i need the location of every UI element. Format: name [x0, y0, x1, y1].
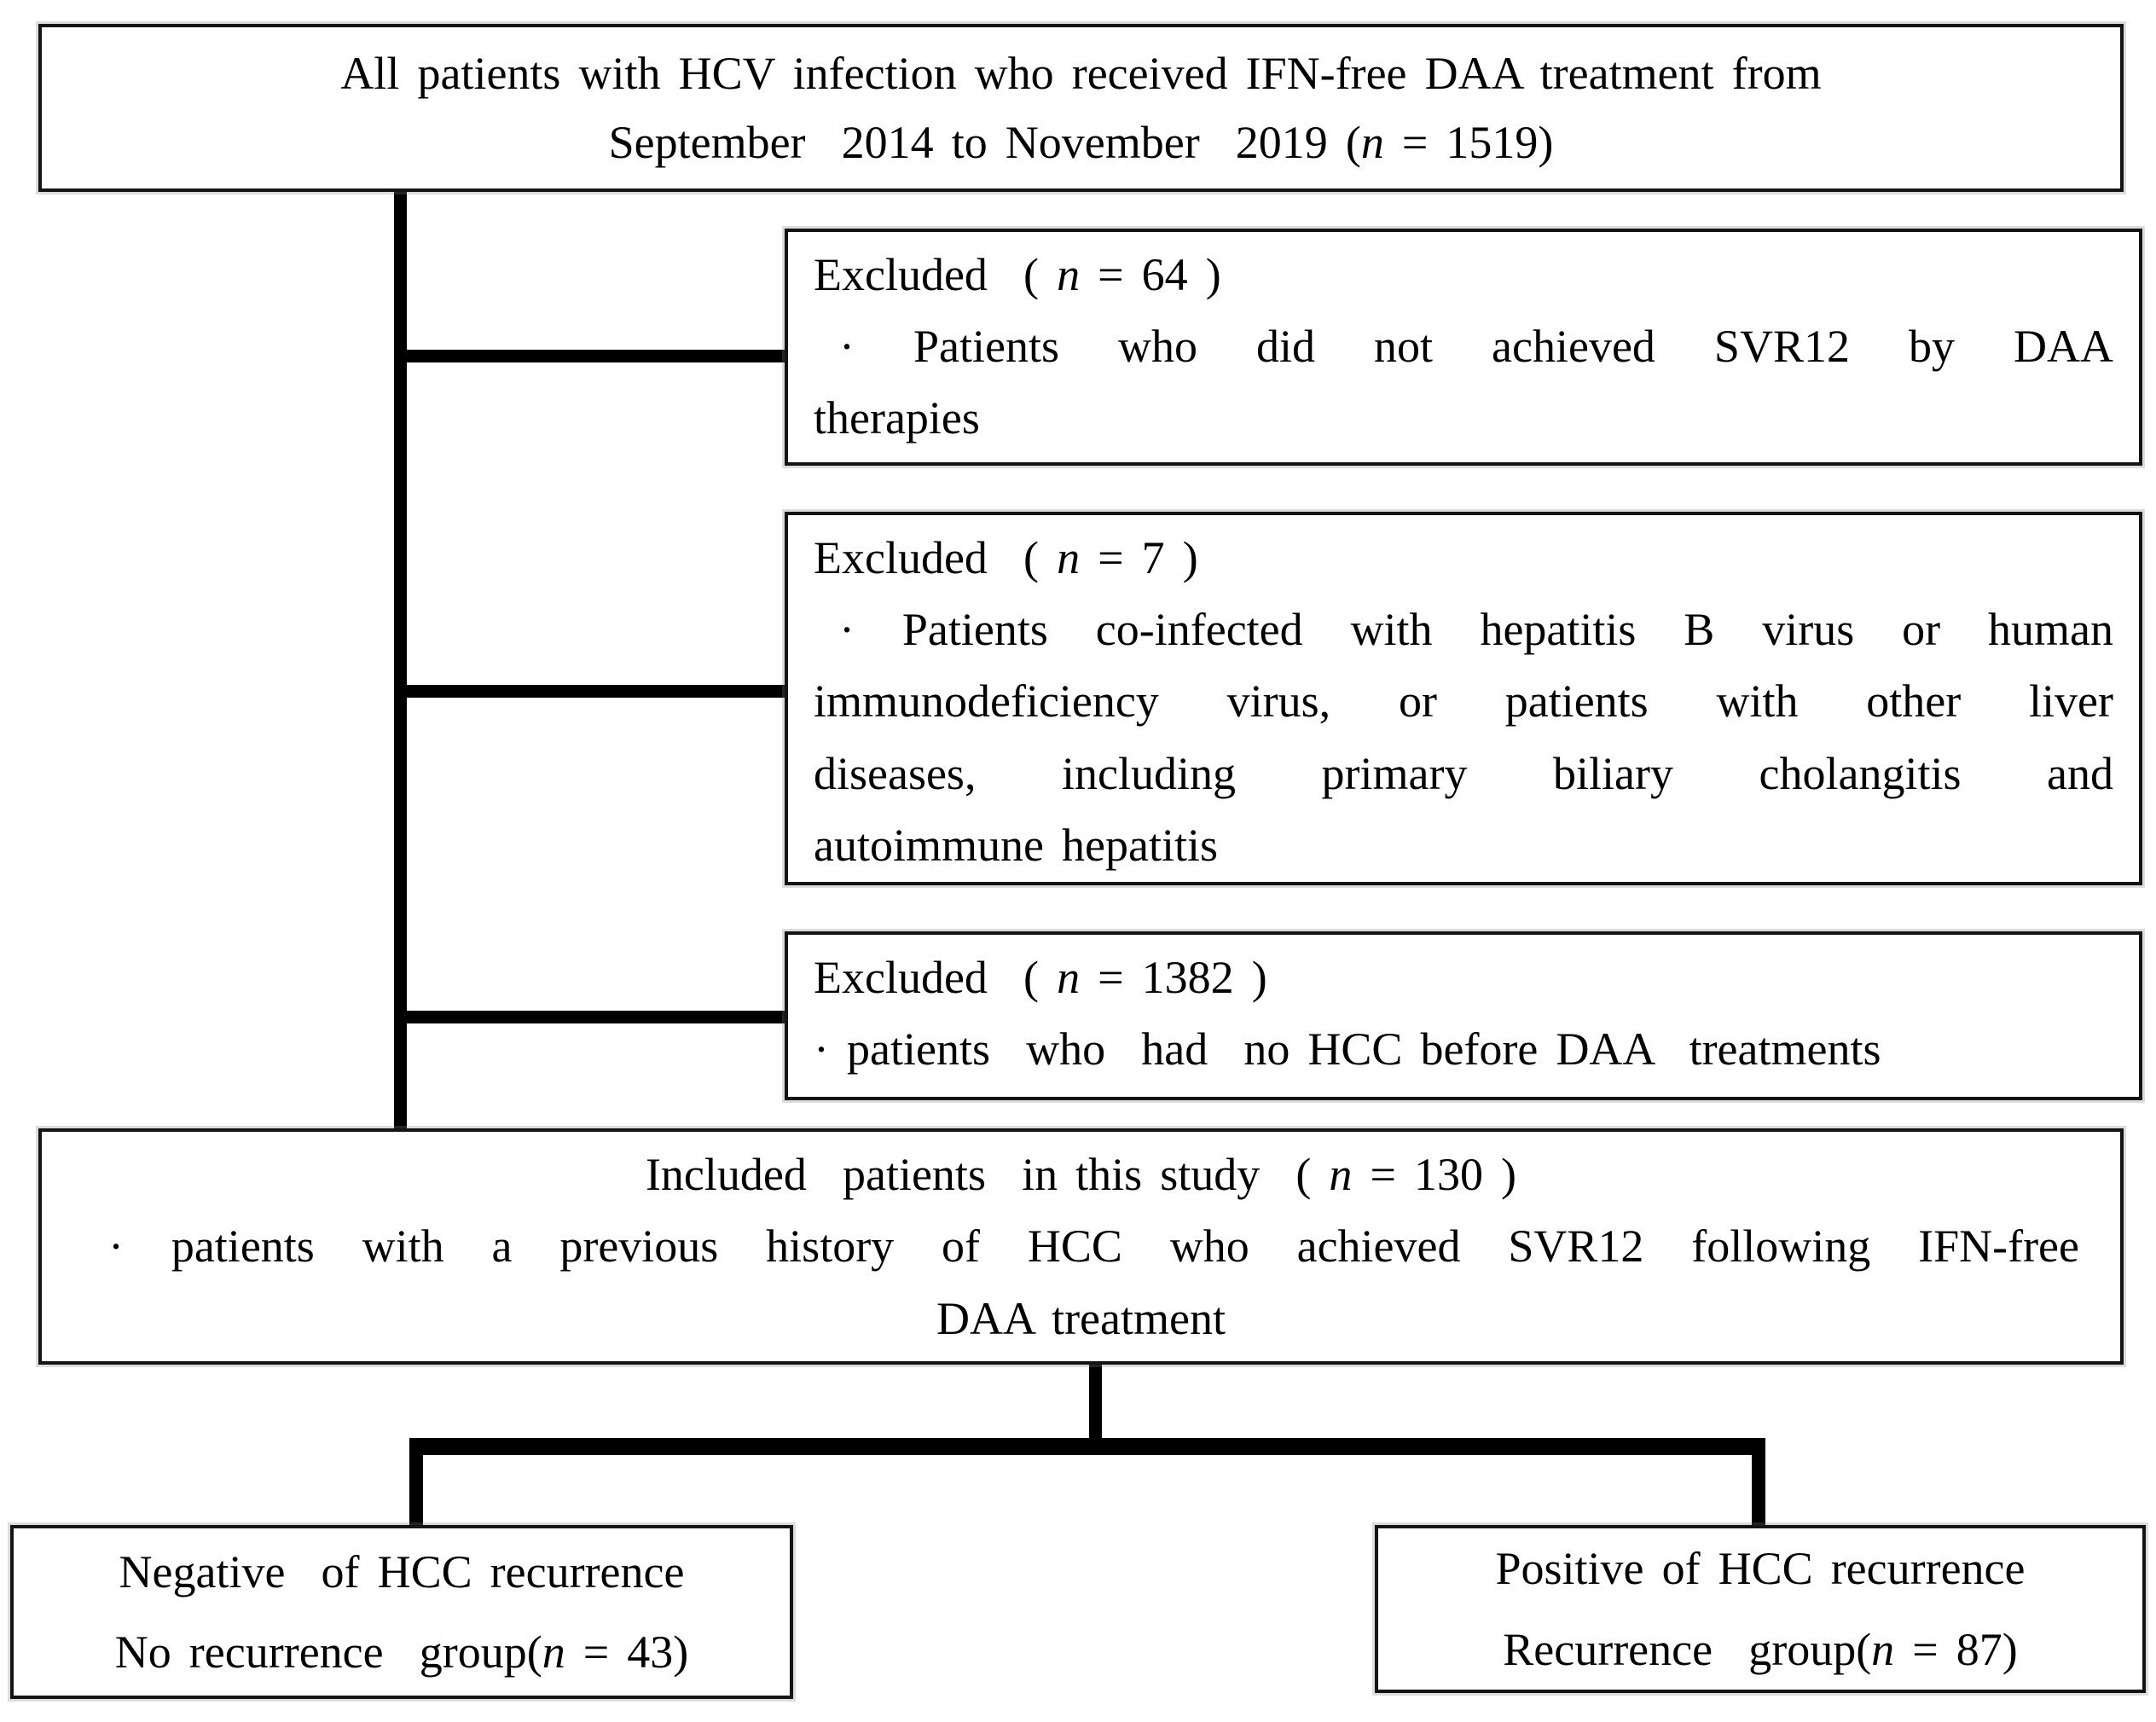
recurrence-line-1: Positive of HCC recurrence [1495, 1543, 2026, 1594]
n-symbol: n [1329, 1149, 1353, 1201]
box-recurrence-group: Positive of HCC recurrence Recurrence gr… [1375, 1525, 2146, 1693]
text-segment: = 64 ) [1080, 249, 1221, 300]
excluded-3-title: Excluded ( n = 1382 ) [814, 942, 2113, 1013]
excluded-2-title: Excluded ( n = 7 ) [814, 522, 2113, 594]
excluded-1-title: Excluded ( n = 64 ) [814, 239, 2113, 310]
excluded-2-reason-line-1: · Patients co-infected with hepatitis B … [839, 604, 2113, 656]
excluded-2-reason-line-2: immunodeficiency virus, or patients with… [814, 675, 2113, 728]
all-patients-line-2: September 2014 to November 2019 (n = 151… [76, 108, 2086, 177]
included-line-3: DAA treatment [936, 1292, 1226, 1344]
no-recurrence-line-2: No recurrence group(n = 43) [31, 1612, 773, 1693]
text-segment: = 130 ) [1352, 1149, 1517, 1201]
box-excluded-no-svr12: Excluded ( n = 64 ) · Patients who did n… [785, 229, 2142, 466]
connector-branch-excluded-1 [394, 350, 785, 362]
connector-drop-right [1752, 1438, 1765, 1527]
n-symbol: n [1057, 532, 1081, 583]
n-symbol: n [1360, 116, 1384, 168]
connector-stem-included [1089, 1365, 1102, 1450]
text-segment: Recurrence group( [1503, 1623, 1872, 1675]
no-recurrence-line-1: Negative of HCC recurrence [119, 1545, 685, 1597]
included-line-2: · patients with a previous history of HC… [108, 1220, 2079, 1273]
text-segment: Included patients in this study ( [645, 1149, 1330, 1201]
n-symbol: n [1057, 952, 1081, 1003]
text-segment: September 2014 to November 2019 ( [608, 116, 1361, 168]
excluded-1-reason-line-2: therapies [814, 392, 980, 444]
excluded-2-reason-line-4: autoimmune hepatitis [814, 819, 1218, 871]
connector-drop-left [409, 1438, 423, 1527]
connector-trunk [394, 192, 407, 1128]
n-symbol: n [1871, 1623, 1895, 1675]
n-symbol: n [1057, 249, 1081, 300]
box-excluded-coinfection: Excluded ( n = 7 ) · Patients co-infecte… [785, 512, 2142, 885]
box-no-recurrence-group: Negative of HCC recurrence No recurrence… [10, 1525, 793, 1699]
text-segment: = 1382 ) [1080, 952, 1267, 1003]
text-segment: No recurrence group( [114, 1626, 542, 1678]
excluded-1-reason-line-1: · Patients who did not achieved SVR12 by… [839, 321, 2113, 373]
recurrence-line-2: Recurrence group(n = 87) [1395, 1609, 2125, 1690]
text-segment: Excluded ( [814, 249, 1058, 300]
text-segment: = 87) [1894, 1623, 2018, 1675]
box-included: Included patients in this study ( n = 13… [38, 1128, 2124, 1365]
box-excluded-no-hcc: Excluded ( n = 1382 ) · patients who had… [785, 931, 2142, 1100]
included-title: Included patients in this study ( n = 13… [83, 1139, 2079, 1210]
box-all-patients: All patients with HCV infection who rece… [38, 24, 2124, 192]
text-segment: Excluded ( [814, 952, 1058, 1003]
connector-branch-excluded-3 [394, 1011, 785, 1023]
connector-split-bar [409, 1438, 1765, 1455]
text-segment: = 43) [565, 1626, 689, 1678]
text-segment: = 7 ) [1080, 532, 1198, 583]
excluded-3-reason-line-1: · patients who had no HCC before DAA tre… [814, 1023, 1881, 1076]
n-symbol: n [542, 1626, 565, 1678]
excluded-2-reason-line-3: diseases, including primary biliary chol… [814, 747, 2113, 799]
text-segment: = 1519) [1383, 116, 1554, 168]
all-patients-line-1: All patients with HCV infection who rece… [340, 47, 1822, 99]
connector-branch-excluded-2 [394, 685, 785, 698]
text-segment: Excluded ( [814, 532, 1058, 583]
